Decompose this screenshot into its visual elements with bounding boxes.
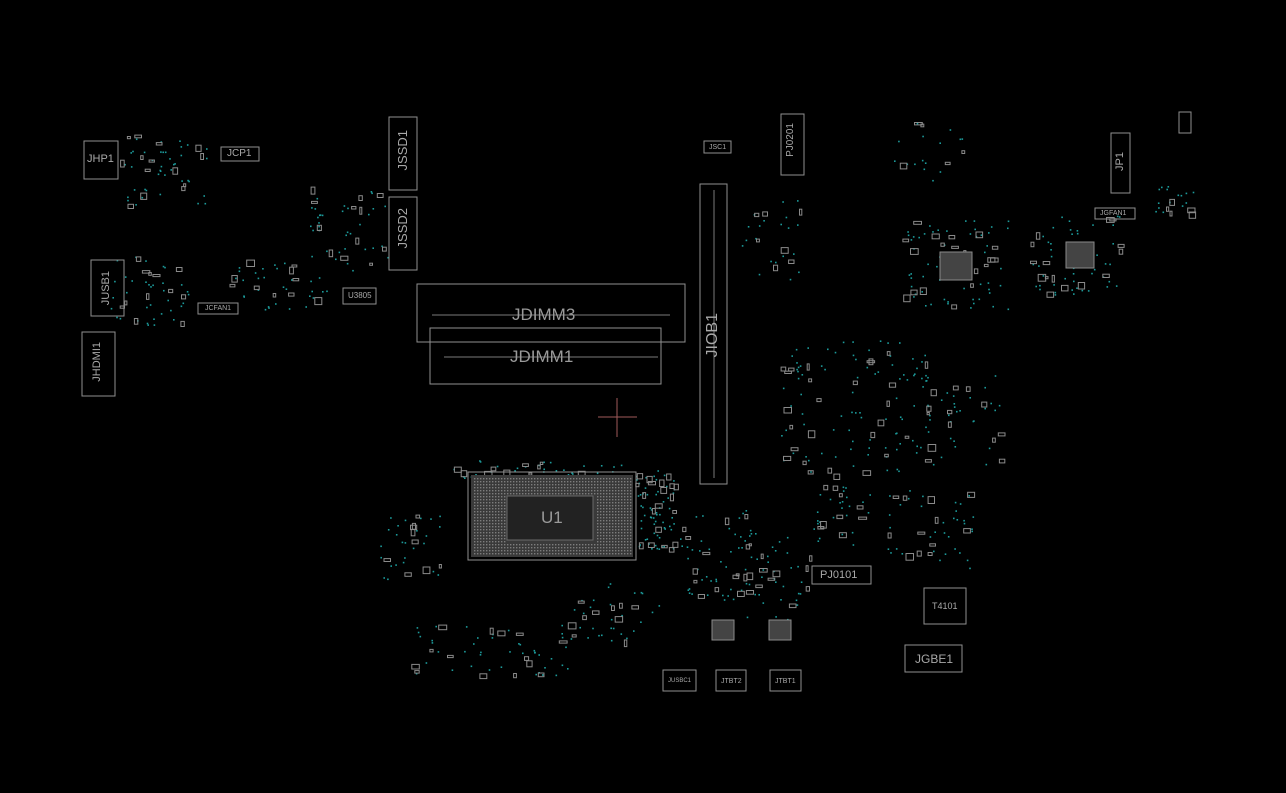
jusbc1-label: JUSBC1 [668,678,692,684]
tbt-chip-2[interactable] [711,619,735,641]
u3805-outline[interactable] [342,287,377,305]
pj0101-outline[interactable] [811,565,872,585]
jcp1-outline[interactable] [220,146,260,162]
jsc1-label: JSC1 [709,144,727,151]
jhdmi1-label: JHDMI1 [91,342,103,382]
u1-die [506,495,594,541]
u3805-label: U3805 [348,291,372,300]
jtbt1-label: JTBT1 [775,678,796,685]
jdimm1-label: JDIMM1 [510,347,574,366]
jtbt2-outline[interactable] [715,669,747,692]
jgbe1-outline[interactable] [904,644,963,673]
jssd1-outline[interactable] [388,116,418,191]
small-part-outlines [119,122,1197,680]
jcfan1-label: JCFAN1 [205,305,232,312]
jp1-outline[interactable] [1110,132,1131,194]
top-right-part-outline[interactable] [1178,111,1192,134]
pj0101-label: PJ0101 [820,569,858,581]
tbt-chip-1[interactable] [768,619,792,641]
controller-chip[interactable] [1065,241,1095,269]
t4101-label: T4101 [932,601,958,611]
pj0201-label: PJ0201 [785,123,796,157]
jdimm3-label: JDIMM3 [512,305,576,324]
jdimm3-outline[interactable] [416,283,686,343]
jssd1-label: JSSD1 [395,130,410,171]
u1-outline[interactable] [467,471,637,561]
jgfan1-outline[interactable] [1094,207,1136,220]
via-dots [110,122,1195,677]
t4101-outline[interactable] [923,587,967,625]
jsc1-outline[interactable] [703,140,732,154]
jusb1-outline[interactable] [90,259,125,317]
crosshair-cursor [598,398,637,437]
jcfan1-outline[interactable] [197,302,239,315]
jtbt2-label: JTBT2 [721,678,742,685]
jgbe1-label: JGBE1 [915,652,954,666]
jiob1-label: JIOB1 [704,313,721,358]
jiob1-outline[interactable] [699,183,728,485]
jusbc1-outline[interactable] [662,669,697,692]
jgfan1-label: JGFAN1 [1100,210,1127,217]
u1-label: U1 [541,508,563,527]
jssd2-outline[interactable] [388,196,418,271]
jtbt1-outline[interactable] [769,669,802,692]
jdimm1-outline[interactable] [429,327,662,385]
jusb1-label: JUSB1 [100,271,112,306]
jp1-label: JP1 [1114,152,1126,171]
jhp1-outline[interactable] [83,140,119,180]
gpu-chip[interactable] [939,251,973,281]
pj0201-outline[interactable] [780,113,805,176]
jhdmi1-outline[interactable] [81,331,116,397]
u1-bga-balls [474,478,632,555]
jhp1-label: JHP1 [87,153,114,165]
jcp1-label: JCP1 [227,148,252,159]
jssd2-label: JSSD2 [395,208,410,249]
